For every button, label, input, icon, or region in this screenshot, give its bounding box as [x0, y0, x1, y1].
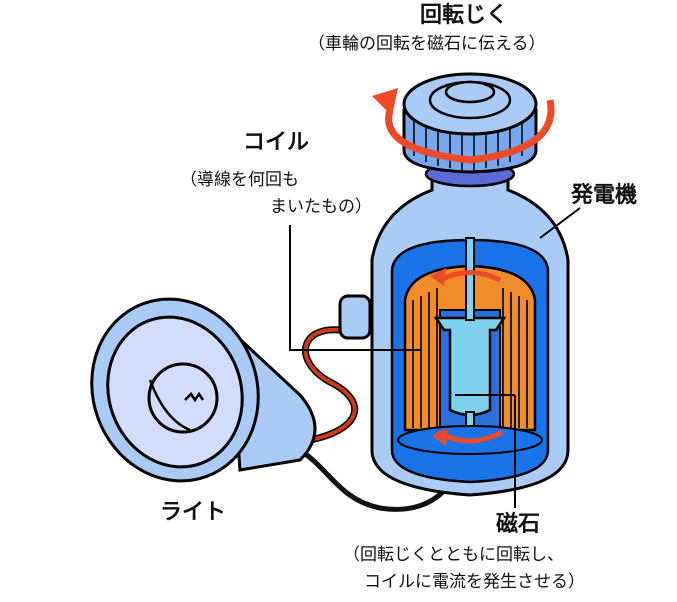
shaft-note: （車輪の回転を磁石に伝える） [308, 34, 546, 54]
coil-note-line1: （導線を何回も [180, 170, 299, 190]
shaft-knob [402, 72, 538, 188]
coil-note-line2: まいたもの） [270, 197, 372, 217]
arrow-head-top-icon [372, 88, 398, 116]
coil-title: コイル [243, 130, 310, 155]
generator-body [338, 166, 570, 497]
shaft-title: 回転じく [420, 3, 509, 28]
magnet-title: 磁石 [496, 512, 541, 537]
magnet-note-line1: （回転じくとともに回転し、 [343, 545, 564, 565]
arrow-head-coil-icon [430, 268, 446, 286]
generator-leader-line [539, 207, 581, 239]
magnet-note-line2: コイルに電流を発生させる） [364, 572, 585, 592]
rotation-arrow-coil-icon [438, 270, 502, 283]
lamp [90, 297, 317, 483]
rotation-arrow-top-icon [385, 99, 555, 164]
coil-leader-line [289, 225, 420, 351]
generator-label: 発電機 [571, 183, 638, 208]
light-label: ライト [160, 500, 227, 525]
arrow-head-bottom-icon [432, 428, 448, 446]
red-wire-fill [303, 328, 357, 442]
